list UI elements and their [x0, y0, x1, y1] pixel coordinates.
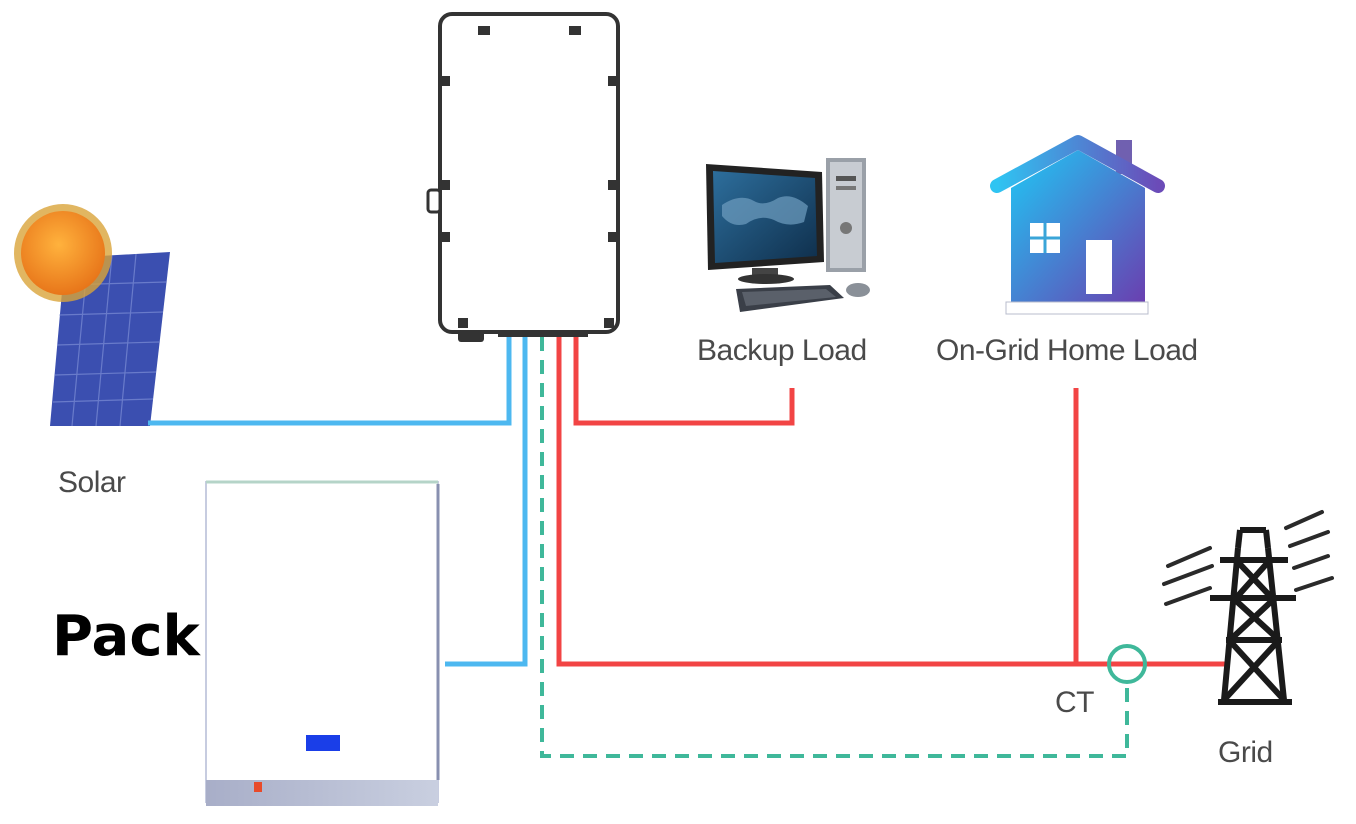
house-icon — [990, 135, 1165, 315]
grid-ac-line — [556, 337, 1225, 667]
grid-label: Grid — [1218, 736, 1273, 769]
battery-dc-line — [445, 337, 528, 667]
sun-icon — [14, 204, 112, 302]
backup-load-label: Backup Load — [697, 334, 867, 367]
ct-signal-line — [540, 337, 1129, 758]
backup-ac-line — [573, 337, 795, 426]
inverter-icon — [426, 12, 620, 342]
ct-label: CT — [1055, 686, 1095, 719]
power-wires-icon — [1162, 510, 1334, 606]
transmission-tower-icon — [1210, 527, 1296, 705]
battery-pack-icon — [205, 480, 440, 806]
ct-clamp-icon — [1107, 644, 1147, 684]
solar-label: Solar — [58, 466, 126, 499]
on-grid-home-load-label: On-Grid Home Load — [936, 334, 1198, 367]
solar-dc-line — [148, 337, 512, 426]
computer-icon — [706, 158, 870, 312]
pack-label: Pack — [52, 604, 200, 669]
